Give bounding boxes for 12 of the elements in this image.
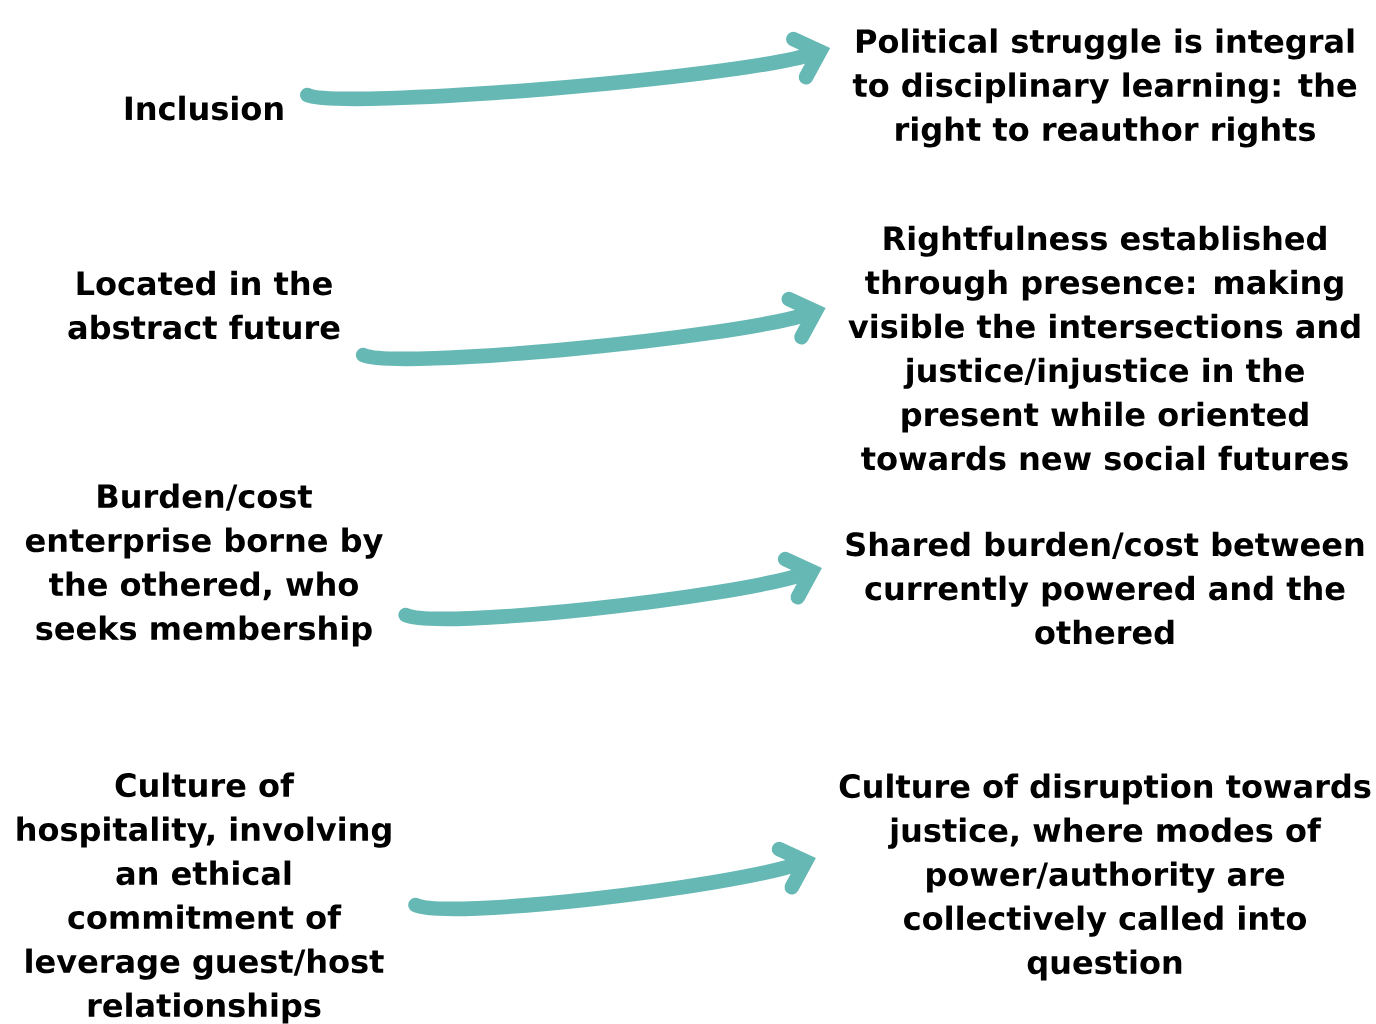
statement-text: Inclusion [125,95,283,121]
statement-text: Culture of disruption towards justice, where modes of power/authority are collectively called into question [839,773,1371,981]
statement-text: Shared burden/cost between currently powered and the othered [846,531,1364,645]
statement-text: Burden/cost enterprise borne by the othered, who seeks membership [25,483,383,647]
statement-text: Culture of hospitality, involving an ethical commitment of leverage guest/host relationships [17,772,391,1024]
arrow [398,551,822,627]
arrow [408,841,816,917]
statement-text: Political struggle is integral to disciplinary learning: the right to reauthor rights [852,28,1357,148]
statement-text: Rightfulness established through presence: making visible the intersections and justice/injustice in the present while oriented towards new social futures [848,225,1360,471]
statement-text: Located in the abstract future [68,270,340,340]
arrow [300,31,831,107]
arrow [355,291,826,367]
